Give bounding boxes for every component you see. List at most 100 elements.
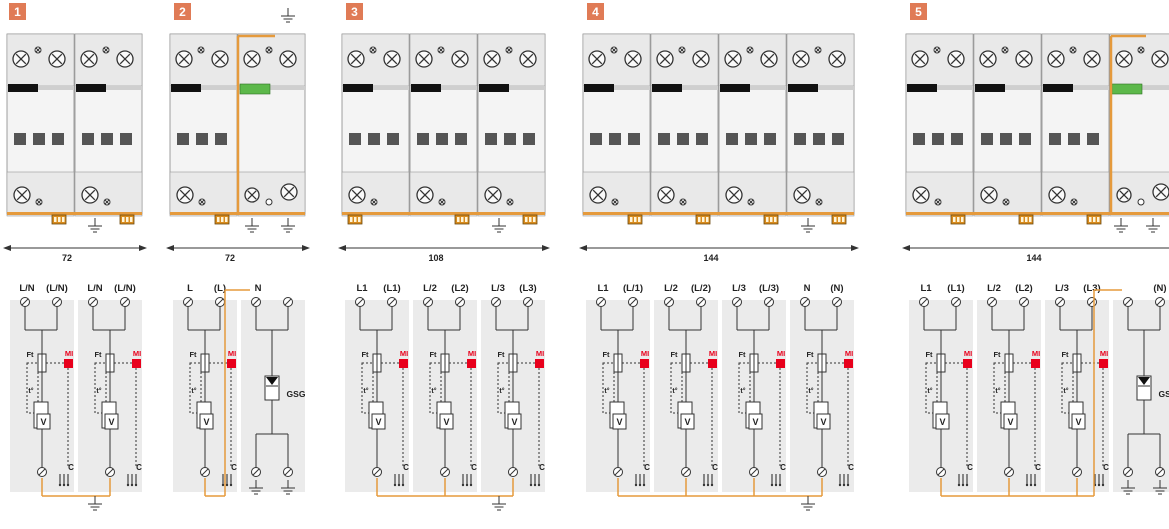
arrow-left-icon (338, 245, 346, 251)
grip-square (177, 133, 189, 145)
arrow-left-icon (902, 245, 910, 251)
thermal-label: t° (363, 387, 368, 395)
thermal-loop (189, 362, 202, 414)
grip-square (726, 133, 738, 145)
contact-label: C (644, 463, 650, 472)
varistor-element (199, 413, 214, 430)
contact-label: C (68, 463, 74, 472)
mi-label: MI (228, 349, 236, 358)
arrow-left-icon (579, 245, 587, 251)
grip-square (1068, 133, 1080, 145)
config-badge-number: 3 (351, 5, 358, 19)
grip-square (590, 133, 602, 145)
terminal-label: (L3) (519, 283, 536, 294)
mi-indicator (708, 359, 717, 368)
terminal-label: L/3 (491, 283, 505, 294)
status-indicator-green (239, 83, 271, 95)
mi-label: MI (133, 349, 141, 358)
terminal-label: L/3 (1055, 283, 1069, 294)
grip-square (1049, 133, 1061, 145)
status-indicator-black (584, 84, 614, 92)
grip-square (455, 133, 467, 145)
terminal-label: L/N (19, 283, 34, 294)
varistor-label: V (40, 417, 46, 427)
grip-square (794, 133, 806, 145)
grip-square (981, 133, 993, 145)
terminal-label: L/2 (664, 283, 678, 294)
thermal-loop (738, 362, 751, 414)
terminal-label: (L/3) (759, 283, 779, 294)
small-screw-icon (265, 198, 273, 206)
contact-label: C (780, 463, 786, 472)
varistor-element (439, 413, 454, 430)
terminal-label: (N) (830, 283, 843, 294)
grip-square (215, 133, 227, 145)
thermal-loop (993, 362, 1006, 414)
mi-label: MI (641, 349, 649, 358)
contact-label: C (539, 463, 545, 472)
terminal-label: L1 (356, 283, 368, 294)
thermal-label: t° (927, 387, 932, 395)
terminal-label: (L1) (383, 283, 400, 294)
spd-module (74, 33, 143, 217)
mi-label: MI (845, 349, 853, 358)
config-badge-number: 5 (915, 5, 922, 19)
grip-square (52, 133, 64, 145)
ft-label: Ft (925, 350, 933, 359)
small-screw-icon (1137, 198, 1145, 206)
width-label: 108 (428, 253, 443, 263)
status-indicator-black (788, 84, 818, 92)
thermal-loop (26, 362, 39, 414)
grip-square (628, 133, 640, 145)
grip-square (485, 133, 497, 145)
varistor-element (816, 413, 831, 430)
terminal-label: N (804, 283, 811, 294)
terminal-label: (L/N) (114, 283, 136, 294)
thermal-loop (429, 362, 442, 414)
terminal-label: N (255, 283, 262, 294)
varistor-element (1071, 413, 1086, 430)
terminal-label: (L2) (1015, 283, 1032, 294)
status-indicator-black (652, 84, 682, 92)
contact-label: C (848, 463, 854, 472)
mi-label: MI (777, 349, 785, 358)
terminal-label: (L/2) (691, 283, 711, 294)
gsg-label: GSG (1159, 389, 1169, 399)
thermal-loop (670, 362, 683, 414)
contact-label: C (471, 463, 477, 472)
thermal-label: t° (1063, 387, 1068, 395)
spd-module (237, 33, 306, 217)
config-badge (9, 3, 26, 20)
grip-square (101, 133, 113, 145)
varistor-element (104, 413, 119, 430)
pe-rail (7, 212, 142, 215)
varistor-label: V (108, 417, 114, 427)
terminal-label: (L3) (1083, 283, 1100, 294)
grip-square (951, 133, 963, 145)
terminal-label: L1 (597, 283, 609, 294)
pe-rail (906, 212, 1169, 215)
thermal-label: t° (995, 387, 1000, 395)
contact-label: C (967, 463, 973, 472)
thermal-label: t° (191, 387, 196, 395)
grip-square (696, 133, 708, 145)
ft-label: Ft (738, 350, 746, 359)
thermal-label: t° (740, 387, 745, 395)
thermal-label: t° (808, 387, 813, 395)
config-badge (587, 3, 604, 20)
terminal-label: (L) (214, 283, 226, 294)
grip-square (14, 133, 26, 145)
arrow-right-icon (851, 245, 859, 251)
grip-square (764, 133, 776, 145)
spd-module (6, 33, 75, 217)
thermal-loop (806, 362, 819, 414)
varistor-label: V (616, 417, 622, 427)
ft-label: Ft (993, 350, 1001, 359)
